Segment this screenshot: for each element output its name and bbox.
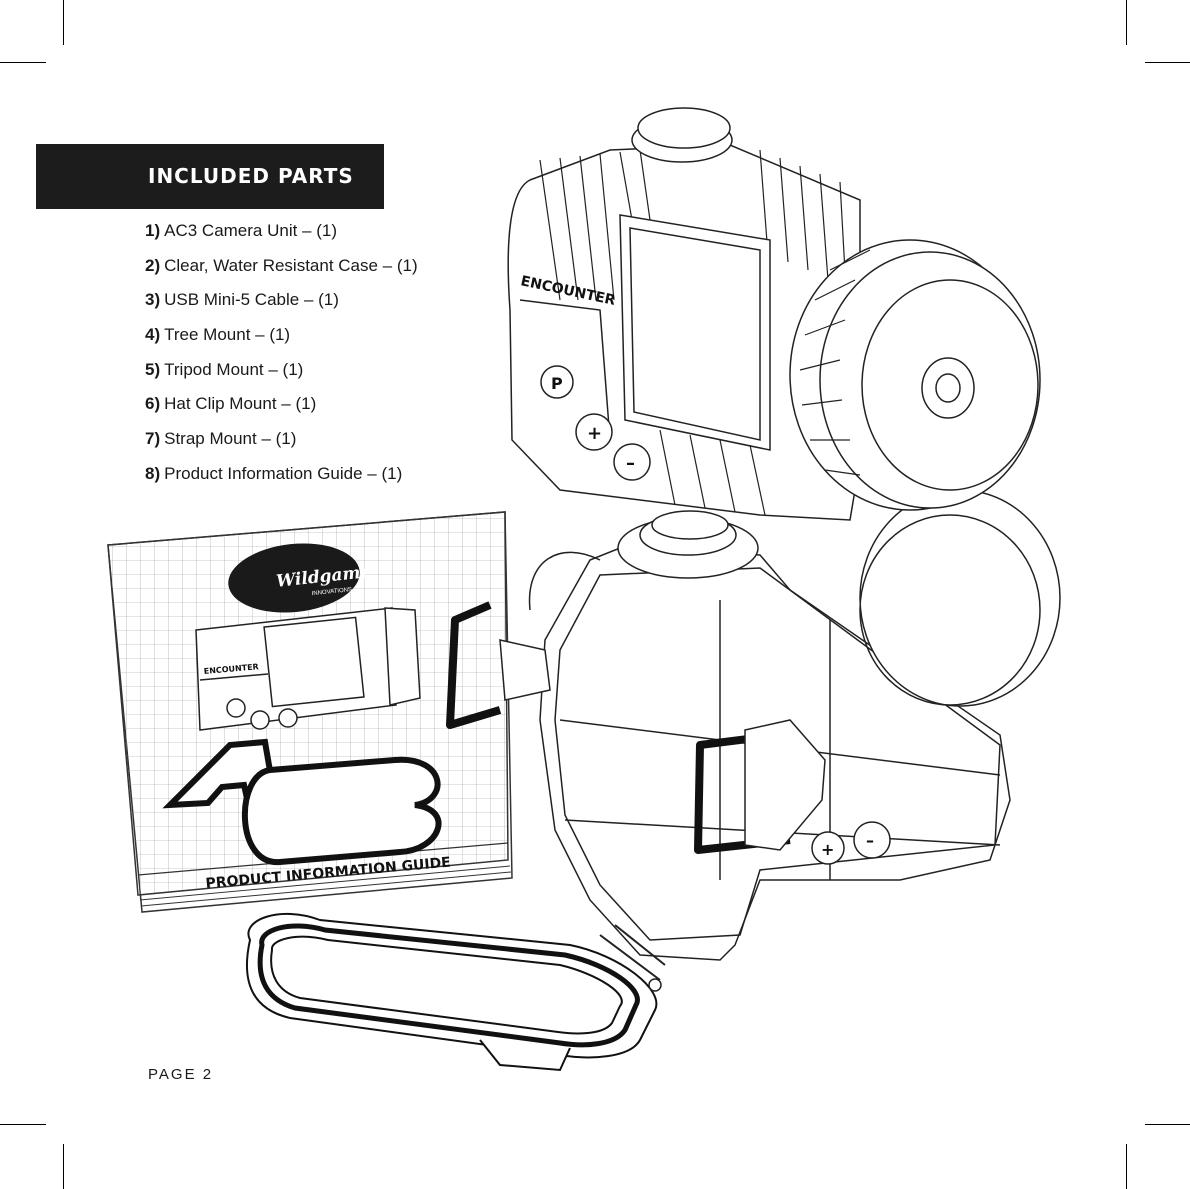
case-plus-glyph: + [821, 840, 834, 859]
list-item: 7)Strap Mount – (1) [145, 429, 297, 449]
crop-mark-bl-h [0, 1124, 46, 1125]
product-guide-booklet: Wildgame INNOVATIONS ENCOUNTER PRODUCT I… [107, 511, 513, 913]
camera-minus-glyph: – [626, 453, 635, 474]
page-number: PAGE 2 [148, 1066, 214, 1083]
list-item: 3)USB Mini-5 Cable – (1) [145, 290, 339, 310]
section-title: INCLUDED PARTS [148, 164, 354, 188]
wildgame-logo-oval [228, 543, 360, 613]
included-parts-header: INCLUDED PARTS [36, 144, 384, 209]
case-latch-left [446, 601, 502, 729]
case-latch-clip [744, 719, 826, 851]
camera-p-glyph: P [551, 374, 563, 393]
list-item: 2)Clear, Water Resistant Case – (1) [145, 255, 418, 275]
crop-mark-tl-h [0, 62, 46, 63]
list-item: 1)AC3 Camera Unit – (1) [145, 221, 338, 240]
camera-plus-glyph: + [587, 423, 602, 444]
crop-mark-br-v [1126, 1144, 1127, 1189]
list-item: 8)Product Information Guide – (1) [145, 463, 403, 483]
list-item: 5)Tripod Mount – (1) [145, 359, 304, 379]
crop-mark-bl-v [63, 1144, 64, 1189]
guide-cover-camera [195, 607, 421, 731]
list-item: 4)Tree Mount – (1) [145, 325, 291, 345]
crop-mark-tl-v [63, 0, 64, 45]
crop-mark-tr-v [1126, 0, 1127, 45]
camera-unit [507, 107, 1041, 521]
parts-list: 1)AC3 Camera Unit – (1) 2)Clear, Water R… [145, 219, 418, 497]
strap-mount-ring [245, 912, 658, 1072]
crop-mark-tr-h [1145, 62, 1190, 63]
guide-logo-subtext: INNOVATIONS [311, 587, 352, 597]
crop-mark-br-h [1145, 1124, 1190, 1125]
case-minus-glyph: – [866, 831, 874, 850]
list-item: 6)Hat Clip Mount – (1) [145, 394, 317, 414]
guide-ac3-lettering [162, 738, 442, 866]
case-latch-right [694, 731, 791, 854]
